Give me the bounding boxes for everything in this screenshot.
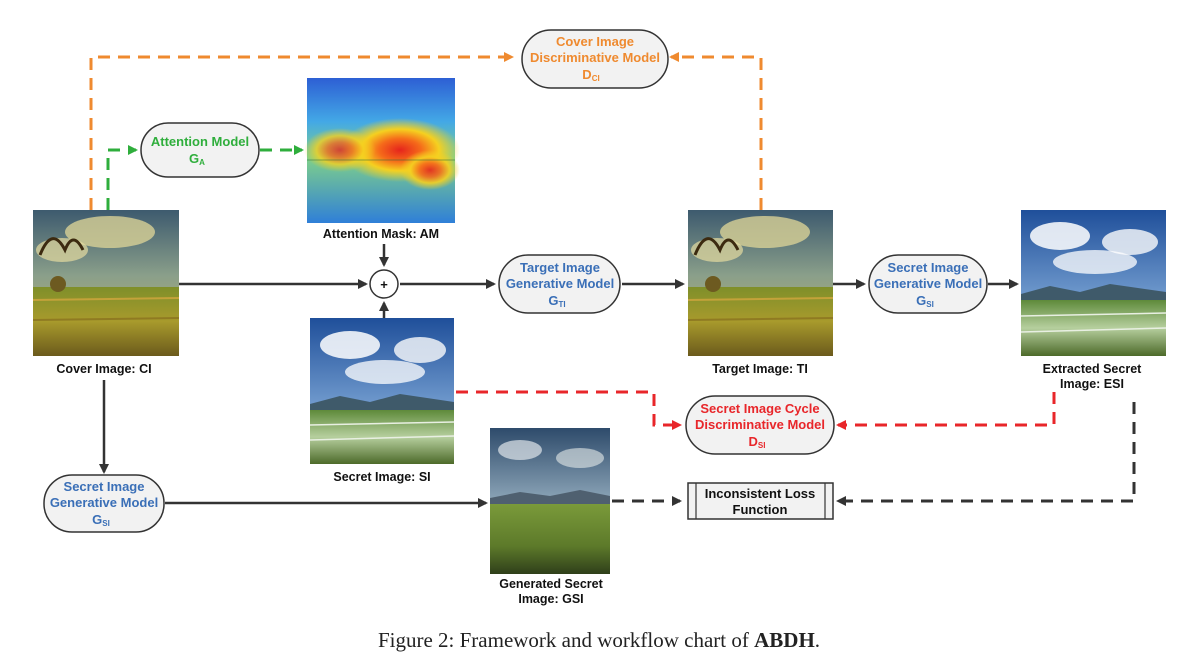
attention-symbol: GA (189, 151, 205, 167)
orange-dashed-connector-ci-to-dci (89, 52, 514, 210)
figure-caption: Figure 2: Framework and workflow chart o… (0, 628, 1198, 653)
attention-line1: Attention Model (151, 134, 249, 149)
inconsistent-loss-function-node: Inconsistent Loss Function (687, 482, 834, 520)
secret-gen-left-line1: Secret Image (64, 479, 145, 494)
cover-disc-symbol: DCI (582, 67, 599, 83)
target-image-generative-model-node: Target Image Generative Model GTI (498, 254, 621, 314)
cycle-disc-line2: Discriminative Model (695, 417, 825, 432)
red-dashed-connector-si-to-cycle-disc (456, 390, 682, 430)
secret-gen-right-line2: Generative Model (874, 276, 982, 291)
cover-image-label: Cover Image: CI (56, 362, 151, 376)
secret-image-generative-model-node-right: Secret Image Generative Model GSI (868, 254, 988, 314)
cycle-disc-symbol-letter: D (749, 434, 758, 449)
secret-image-generative-model-node-left: Secret Image Generative Model GSI (43, 474, 165, 533)
cover-image (32, 210, 180, 356)
generated-image-label-line1: Generated Secret (499, 577, 603, 591)
attention-mask-label: Attention Mask: AM (323, 227, 439, 241)
target-image-label: Target Image: TI (712, 362, 808, 376)
target-gen-symbol: GTI (548, 293, 565, 309)
cycle-disc-symbol: DSI (749, 434, 766, 450)
extracted-image-label-line1: Extracted Secret (1043, 362, 1143, 376)
target-gen-line1: Target Image (520, 260, 600, 275)
cycle-disc-line1: Secret Image Cycle (700, 401, 819, 416)
workflow-diagram: Cover Image: CI Attention Mask: AM Secre… (32, 29, 1167, 606)
attention-model-node: Attention Model GA (140, 122, 260, 178)
green-dashed-connector-ci-to-attention (106, 145, 138, 210)
dashed-connector-esi-to-loss (836, 402, 1136, 506)
generated-secret-image (490, 428, 610, 574)
loss-line1: Inconsistent Loss (705, 486, 816, 501)
caption-suffix: . (814, 628, 821, 652)
secret-gen-right-symbol: GSI (916, 293, 934, 309)
extracted-image-label-line2: Image: ESI (1060, 377, 1124, 391)
cover-disc-symbol-letter: D (582, 67, 591, 82)
secret-gen-left-symbol: GSI (92, 512, 110, 528)
target-gen-symbol-sub: TI (559, 300, 566, 309)
secret-gen-left-symbol-sub: SI (102, 519, 110, 528)
attention-symbol-sub: A (199, 158, 205, 167)
orange-dashed-connector-ti-to-dci (669, 52, 763, 210)
secret-image-cycle-discriminative-model-node: Secret Image Cycle Discriminative Model … (685, 395, 835, 455)
generated-image-label-line2: Image: GSI (518, 592, 583, 606)
extracted-secret-image (1020, 210, 1167, 356)
cycle-disc-symbol-sub: SI (758, 441, 766, 450)
secret-gen-left-line2: Generative Model (50, 495, 158, 510)
secret-gen-left-symbol-letter: G (92, 512, 102, 527)
caption-bold: ABDH (754, 628, 815, 652)
secret-gen-right-line1: Secret Image (888, 260, 969, 275)
loss-line2: Function (733, 502, 788, 517)
secret-gen-right-symbol-letter: G (916, 293, 926, 308)
secret-gen-right-symbol-sub: SI (926, 300, 934, 309)
caption-prefix: Figure 2: Framework and workflow chart o… (377, 628, 755, 652)
cover-image-discriminative-model-node: Cover Image Discriminative Model DCI (521, 29, 669, 89)
attention-symbol-letter: G (189, 151, 199, 166)
target-gen-line2: Generative Model (506, 276, 614, 291)
combine-plus-node: + (369, 269, 399, 299)
secret-image-label: Secret Image: SI (333, 470, 430, 484)
target-image (687, 210, 834, 356)
attention-mask-image (304, 78, 460, 223)
red-dashed-connector-esi-to-cycle-disc (836, 392, 1056, 430)
cover-disc-line2: Discriminative Model (530, 50, 660, 65)
plus-symbol: + (380, 277, 388, 292)
cover-disc-symbol-sub: CI (592, 74, 600, 83)
secret-image (309, 318, 455, 464)
target-gen-symbol-letter: G (548, 293, 558, 308)
cover-disc-line1: Cover Image (556, 34, 634, 49)
